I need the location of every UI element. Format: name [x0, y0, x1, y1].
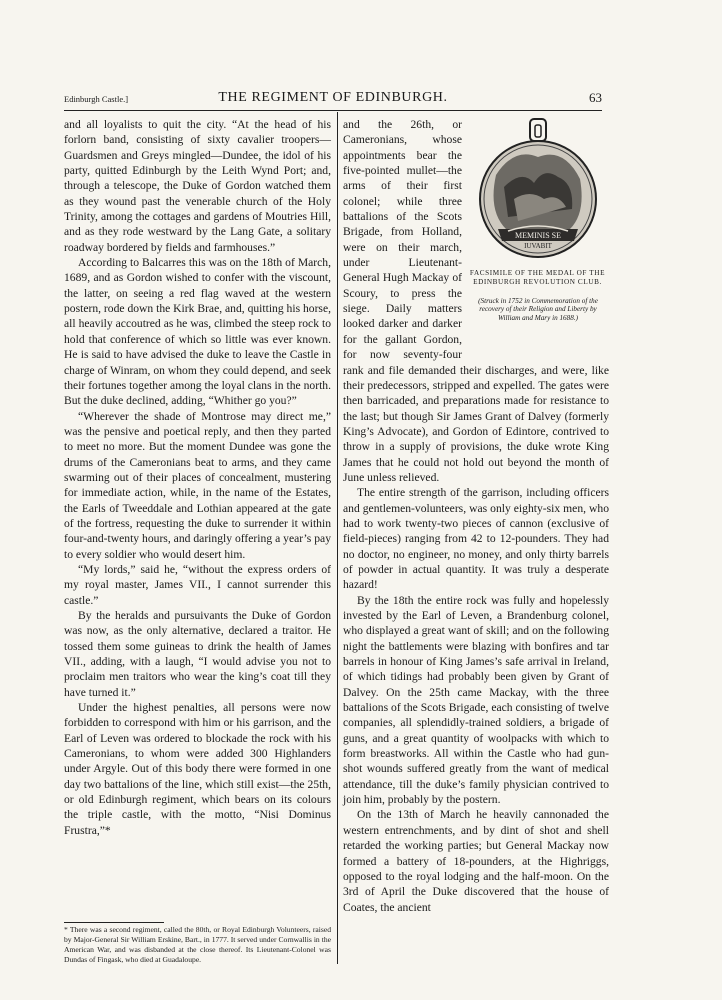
paragraph: By the 18th the entire rock was fully an…	[343, 593, 609, 807]
page-title: THE REGIMENT OF EDINBURGH.	[218, 90, 448, 105]
right-column: MEMINIS SE IUVABIT FACSIMILE OF THE MEDA…	[343, 117, 609, 915]
paragraph-text: and the 26th, or Cameronians, whose appo…	[343, 118, 609, 484]
figure-caption: FACSIMILE OF THE MEDAL OF THE EDINBURGH …	[469, 269, 606, 286]
paragraph: On the 13th of March he heavily cannonad…	[343, 808, 609, 914]
paragraph: “Wherever the shade of Montrose may dire…	[64, 409, 331, 561]
footnote: * There was a second regiment, called th…	[64, 925, 331, 964]
header-section-label: Edinburgh Castle.]	[64, 94, 129, 104]
footnote-rule	[64, 922, 164, 923]
page-number: 63	[589, 90, 602, 105]
paragraph: “My lords,” said he, “without the expres…	[64, 562, 331, 607]
medal-inscription-line-2: IUVABIT	[524, 242, 553, 250]
medal-figure: MEMINIS SE IUVABIT FACSIMILE OF THE MEDA…	[466, 117, 609, 360]
column-divider	[337, 112, 338, 964]
running-header: Edinburgh Castle.] THE REGIMENT OF EDINB…	[64, 90, 602, 108]
medal-illustration: MEMINIS SE IUVABIT	[479, 118, 597, 258]
paragraph: The entire strength of the garrison, inc…	[343, 486, 609, 592]
paragraph: and all loyalists to quit the city. “At …	[64, 118, 331, 254]
paragraph: By the heralds and pursuivants the Duke …	[64, 609, 331, 699]
paragraph: MEMINIS SE IUVABIT FACSIMILE OF THE MEDA…	[343, 117, 609, 485]
paragraph: According to Balcarres this was on the 1…	[64, 256, 331, 408]
medal-inscription-line-1: MEMINIS SE	[515, 231, 561, 240]
left-column: and all loyalists to quit the city. “At …	[64, 117, 331, 838]
header-rule	[64, 110, 602, 111]
figure-subcaption: (Struck in 1752 in Commemoration of the …	[478, 297, 598, 322]
paragraph: Under the highest penalties, all persons…	[64, 701, 331, 837]
